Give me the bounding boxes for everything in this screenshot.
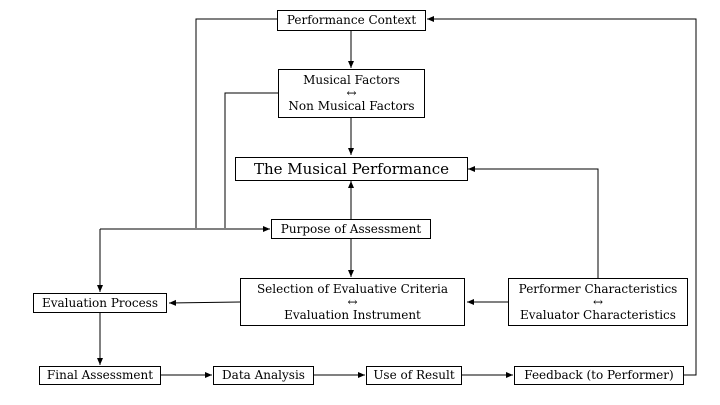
edge-selection-to-evaluation xyxy=(168,299,241,306)
node-performance-context: Performance Context xyxy=(277,10,426,31)
node-final-assessment: Final Assessment xyxy=(39,366,161,385)
node-use-of-result-label: Use of Result xyxy=(373,368,455,382)
node-musical-performance: The Musical Performance xyxy=(235,157,468,181)
edge-factors-loop xyxy=(224,92,278,228)
node-performance-context-label: Performance Context xyxy=(286,13,417,27)
node-selection-criteria: Selection of Evaluative Criteria ↔ Evalu… xyxy=(240,278,465,326)
node-data-analysis: Data Analysis xyxy=(213,366,314,385)
node-selection-criteria-arrow: ↔ xyxy=(347,294,358,309)
node-musical-factors-arrow: ↔ xyxy=(346,86,357,100)
node-feedback: Feedback (to Performer) xyxy=(514,366,684,385)
node-purpose-of-assessment: Purpose of Assessment xyxy=(271,219,431,239)
node-data-analysis-label: Data Analysis xyxy=(222,368,305,382)
node-performer-characteristics: Performer Characteristics ↔ Evaluator Ch… xyxy=(508,278,688,326)
node-performer-characteristics-line2: Evaluator Characteristics xyxy=(520,307,676,322)
node-musical-factors-line2: Non Musical Factors xyxy=(288,99,415,113)
edge-feedback-loop xyxy=(427,16,697,376)
node-final-assessment-label: Final Assessment xyxy=(46,368,154,382)
node-musical-factors-line1: Musical Factors xyxy=(303,73,400,87)
node-selection-criteria-line1: Selection of Evaluative Criteria xyxy=(256,281,449,296)
node-musical-performance-label: The Musical Performance xyxy=(253,159,450,178)
node-selection-criteria-line2: Evaluation Instrument xyxy=(284,307,421,322)
node-evaluation-process-label: Evaluation Process xyxy=(41,295,158,310)
node-performer-characteristics-line1: Performer Characteristics xyxy=(518,281,678,296)
node-performer-characteristics-arrow: ↔ xyxy=(592,294,604,309)
node-use-of-result: Use of Result xyxy=(366,366,462,385)
node-musical-factors: Musical Factors ↔ Non Musical Factors xyxy=(278,69,425,118)
edge-context-loop xyxy=(195,18,277,228)
edge-performer-to-performance xyxy=(468,166,599,278)
node-evaluation-process: Evaluation Process xyxy=(33,293,167,313)
node-feedback-label: Feedback (to Performer) xyxy=(524,368,674,382)
node-purpose-of-assessment-label: Purpose of Assessment xyxy=(280,221,422,236)
